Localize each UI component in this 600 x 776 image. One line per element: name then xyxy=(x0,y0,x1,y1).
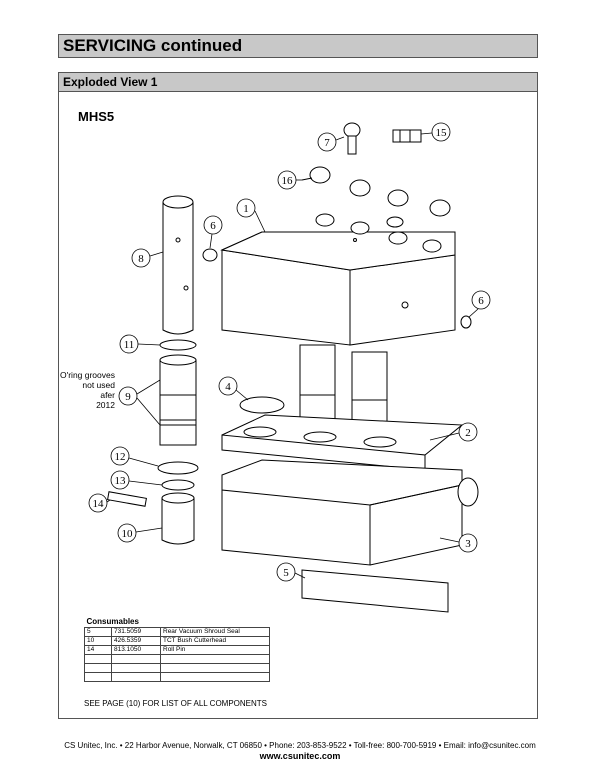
fittings-16 xyxy=(301,166,451,217)
svg-text:4: 4 xyxy=(225,381,231,393)
footer-website-link[interactable]: www.csunitec.com xyxy=(259,751,341,761)
svg-text:1: 1 xyxy=(243,203,249,215)
svg-text:16: 16 xyxy=(282,175,294,187)
callout-12: 12 xyxy=(110,446,159,467)
part-number-cell xyxy=(111,654,161,664)
description-cell xyxy=(160,672,270,682)
oring-note: O'ring grooves not used afer 2012 xyxy=(55,370,115,410)
svg-text:5: 5 xyxy=(283,567,289,579)
note-line: O'ring grooves xyxy=(59,370,115,380)
svg-text:11: 11 xyxy=(124,339,135,351)
svg-text:7: 7 xyxy=(324,137,330,149)
plate xyxy=(221,414,464,471)
part-number-cell xyxy=(111,672,161,682)
description-cell xyxy=(160,663,270,673)
ref-cell: 14 xyxy=(84,645,112,655)
callout-11: 11 xyxy=(119,334,161,354)
svg-text:6: 6 xyxy=(210,220,216,232)
svg-text:9: 9 xyxy=(125,391,131,403)
svg-text:8: 8 xyxy=(138,253,144,265)
part-number-cell xyxy=(111,663,161,673)
footer-address: CS Unitec, Inc. • 22 Harbor Avenue, Norw… xyxy=(64,741,536,750)
consumables-title: Consumables xyxy=(84,616,270,628)
svg-text:15: 15 xyxy=(436,127,448,139)
description-cell: Rear Vacuum Shroud Seal xyxy=(160,627,270,637)
note-line: not used xyxy=(82,380,115,390)
exploded-view-diagram: 1 2 3 4 5 6 6 7 8 9 10 11 12 13 14 15 16 xyxy=(88,122,491,613)
top-fittings xyxy=(315,213,442,253)
svg-text:2: 2 xyxy=(465,427,471,439)
callout-bubbles: 1 2 3 4 5 6 6 7 8 9 10 11 12 13 14 15 16 xyxy=(88,122,491,582)
table-row: 10 426.5359 TCT Bush Cutterhead xyxy=(84,636,270,646)
ref-cell xyxy=(84,672,112,682)
eye-bolt xyxy=(343,122,361,155)
consumables-table: Consumables 5 731.5059 Rear Vacuum Shrou… xyxy=(84,616,270,682)
ref-cell: 10 xyxy=(84,636,112,646)
note-line: afer xyxy=(100,390,115,400)
table-row xyxy=(84,654,270,664)
description-cell xyxy=(160,654,270,664)
svg-text:13: 13 xyxy=(115,475,127,487)
table-row: 14 813.1050 Roll Pin xyxy=(84,645,270,655)
callout-2: 2 xyxy=(429,422,478,442)
description-cell: TCT Bush Cutterhead xyxy=(160,636,270,646)
ref-cell xyxy=(84,654,112,664)
table-row xyxy=(84,672,270,682)
shroud-seal xyxy=(301,569,449,613)
callout-1: 1 xyxy=(236,198,266,233)
table-row: 5 731.5059 Rear Vacuum Shroud Seal xyxy=(84,627,270,637)
svg-text:14: 14 xyxy=(93,498,105,510)
callout-8: 8 xyxy=(131,248,164,268)
part-number-cell: 731.5059 xyxy=(111,627,161,637)
see-page-note: SEE PAGE (10) FOR LIST OF ALL COMPONENTS xyxy=(84,699,268,708)
callout-14: 14 xyxy=(88,493,111,513)
svg-text:10: 10 xyxy=(122,528,134,540)
callout-6a: 6 xyxy=(203,215,223,249)
callout-15: 15 xyxy=(420,122,451,142)
description-cell: Roll Pin xyxy=(160,645,270,655)
model-label: MHS5 xyxy=(78,109,115,124)
section-title: Exploded View 1 xyxy=(58,72,538,92)
svg-text:3: 3 xyxy=(465,538,471,550)
callout-9: 9 xyxy=(118,379,161,426)
part-number-cell: 426.5359 xyxy=(111,636,161,646)
part-number-cell: 813.1050 xyxy=(111,645,161,655)
fitting-15 xyxy=(392,129,422,143)
housing-block xyxy=(220,231,456,346)
table-row xyxy=(84,663,270,673)
lower-box xyxy=(221,459,479,566)
callout-3: 3 xyxy=(439,533,478,553)
callout-10: 10 xyxy=(117,523,163,543)
note-line: 2012 xyxy=(96,400,115,410)
diagram-frame xyxy=(58,92,538,719)
svg-text:12: 12 xyxy=(115,451,126,463)
left-stack xyxy=(157,339,199,545)
callout-16: 16 xyxy=(277,170,302,190)
callout-13: 13 xyxy=(110,470,163,490)
small-parts-6 xyxy=(202,248,472,329)
ref-cell xyxy=(84,663,112,673)
callout-4: 4 xyxy=(218,376,249,401)
callout-6b: 6 xyxy=(468,290,491,318)
seal-ring xyxy=(239,396,285,414)
svg-text:6: 6 xyxy=(478,295,484,307)
ref-cell: 5 xyxy=(84,627,112,637)
page-title: SERVICING continued xyxy=(58,34,538,58)
roll-pin xyxy=(107,491,147,507)
shaft xyxy=(162,195,194,335)
callout-5: 5 xyxy=(276,562,306,582)
callout-7: 7 xyxy=(317,132,345,152)
